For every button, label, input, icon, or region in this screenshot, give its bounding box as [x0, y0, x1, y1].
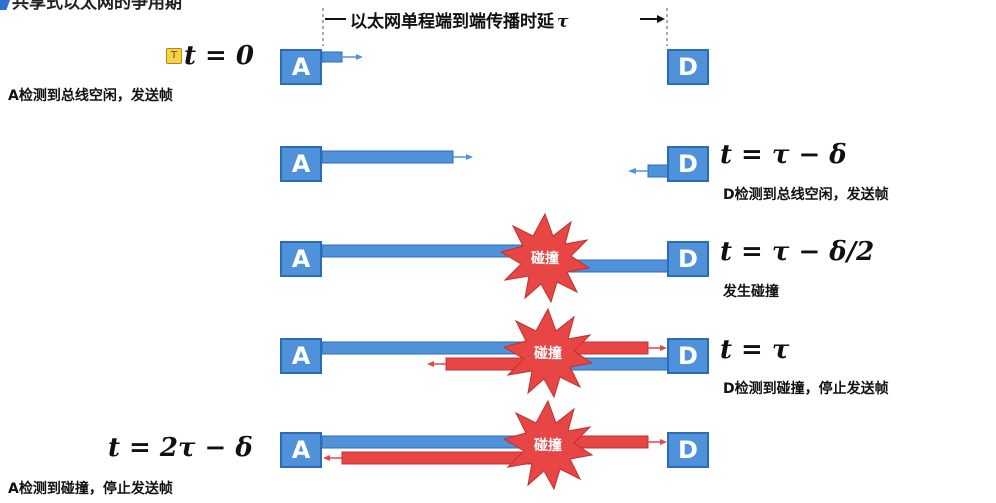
- propagation-delay-tau: τ: [557, 12, 569, 32]
- note-row2: D检测到总线空闲，发送帧: [723, 187, 889, 203]
- collision-burst-row3: 碰撞: [499, 212, 591, 304]
- arrowhead-row2: [466, 154, 473, 160]
- collision-burst-row4: 碰撞: [502, 307, 594, 399]
- station-a-row2: A: [280, 146, 322, 182]
- frame-a-row2: [321, 150, 454, 164]
- station-d-row4: D: [667, 338, 709, 374]
- time-label-row3: t = τ − δ/2: [720, 237, 875, 267]
- arrowhead-a-row4: [660, 345, 667, 351]
- station-d-row2: D: [667, 146, 709, 182]
- note-row3: 发生碰撞: [723, 284, 779, 300]
- station-a-row1: A: [280, 49, 322, 85]
- page-title: 共享式以太网的争用期: [12, 0, 182, 13]
- arrowhead-d-row2: [628, 168, 636, 174]
- time-label-row2: t = τ − δ: [720, 140, 847, 170]
- station-a-row3: A: [280, 241, 322, 277]
- station-d-row5: D: [667, 432, 709, 468]
- arrowhead-row1: [356, 54, 363, 60]
- arrowhead-a-row5: [660, 439, 667, 445]
- collision-label-row4: 碰撞: [534, 345, 562, 362]
- frame-d-row2: [647, 164, 669, 178]
- arrowhead-d-row5: [323, 455, 330, 461]
- collision-label-row3: 碰撞: [531, 250, 559, 267]
- note-row5: A检测到碰撞，停止发送帧: [8, 481, 173, 497]
- station-a-row5: A: [280, 432, 322, 468]
- t-icon[interactable]: T: [166, 48, 182, 64]
- collision-label-row5: 碰撞: [534, 437, 562, 454]
- note-row1: A检测到总线空闲，发送帧: [8, 88, 173, 104]
- burst-shape-row4: [502, 307, 594, 399]
- propagation-delay-text: 以太网单程端到端传播时延: [350, 12, 554, 32]
- station-a-row4: A: [280, 338, 322, 374]
- time-label-row5: t = 2τ − δ: [108, 433, 253, 463]
- note-row4: D检测到碰撞，停止发送帧: [723, 381, 889, 397]
- time-label-row1: t = 0: [184, 41, 254, 71]
- collision-burst-row5: 碰撞: [502, 399, 594, 491]
- time-label-row4: t = τ: [720, 335, 790, 365]
- arrowhead-d-row4: [427, 361, 434, 367]
- burst-shape-row5: [502, 399, 594, 491]
- header-arrowhead-right: [657, 15, 665, 23]
- frame-a-row1: [321, 51, 343, 63]
- burst-shape-row3: [499, 212, 591, 304]
- station-d-row3: D: [667, 241, 709, 277]
- station-d-row1: D: [667, 49, 709, 85]
